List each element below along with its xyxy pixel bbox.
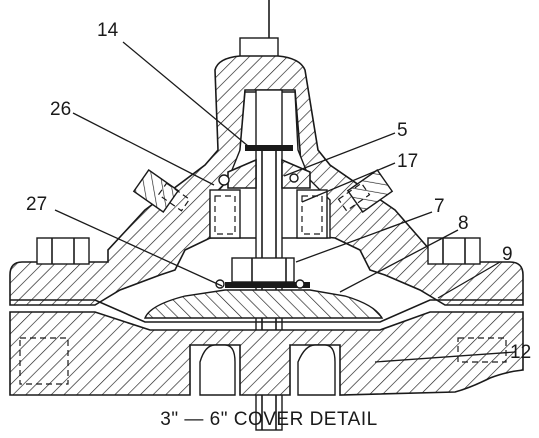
- drawing-caption: 3" — 6" COVER DETAIL: [160, 409, 377, 430]
- right-cap-screw: [337, 169, 394, 213]
- left-flange-nut: [36, 237, 90, 265]
- callout-17: 17: [397, 151, 418, 172]
- leader-lines: [54, 41, 516, 363]
- callout-8: 8: [458, 213, 469, 234]
- callout-26: 26: [50, 99, 71, 120]
- callout-12: 12: [510, 342, 531, 363]
- left-cap-screw: [132, 169, 191, 213]
- oring-26: [218, 174, 230, 186]
- callout-14: 14: [97, 20, 119, 41]
- callout-5: 5: [397, 120, 408, 141]
- diaphragm-plate-8: [143, 289, 384, 319]
- oring-5: [289, 173, 299, 183]
- right-flange-nut: [427, 237, 481, 265]
- callout-7: 7: [434, 196, 445, 217]
- seal-ring-14: [245, 145, 293, 151]
- nut-7: [231, 257, 295, 283]
- body-12: [9, 311, 524, 396]
- diaphragm-9: [10, 299, 523, 323]
- callout-9: 9: [502, 244, 513, 265]
- body-port-left: [199, 344, 236, 396]
- cover-body: [9, 55, 524, 306]
- washer-27: [225, 282, 310, 288]
- callout-27: 27: [26, 194, 47, 215]
- body-port-right: [297, 344, 336, 396]
